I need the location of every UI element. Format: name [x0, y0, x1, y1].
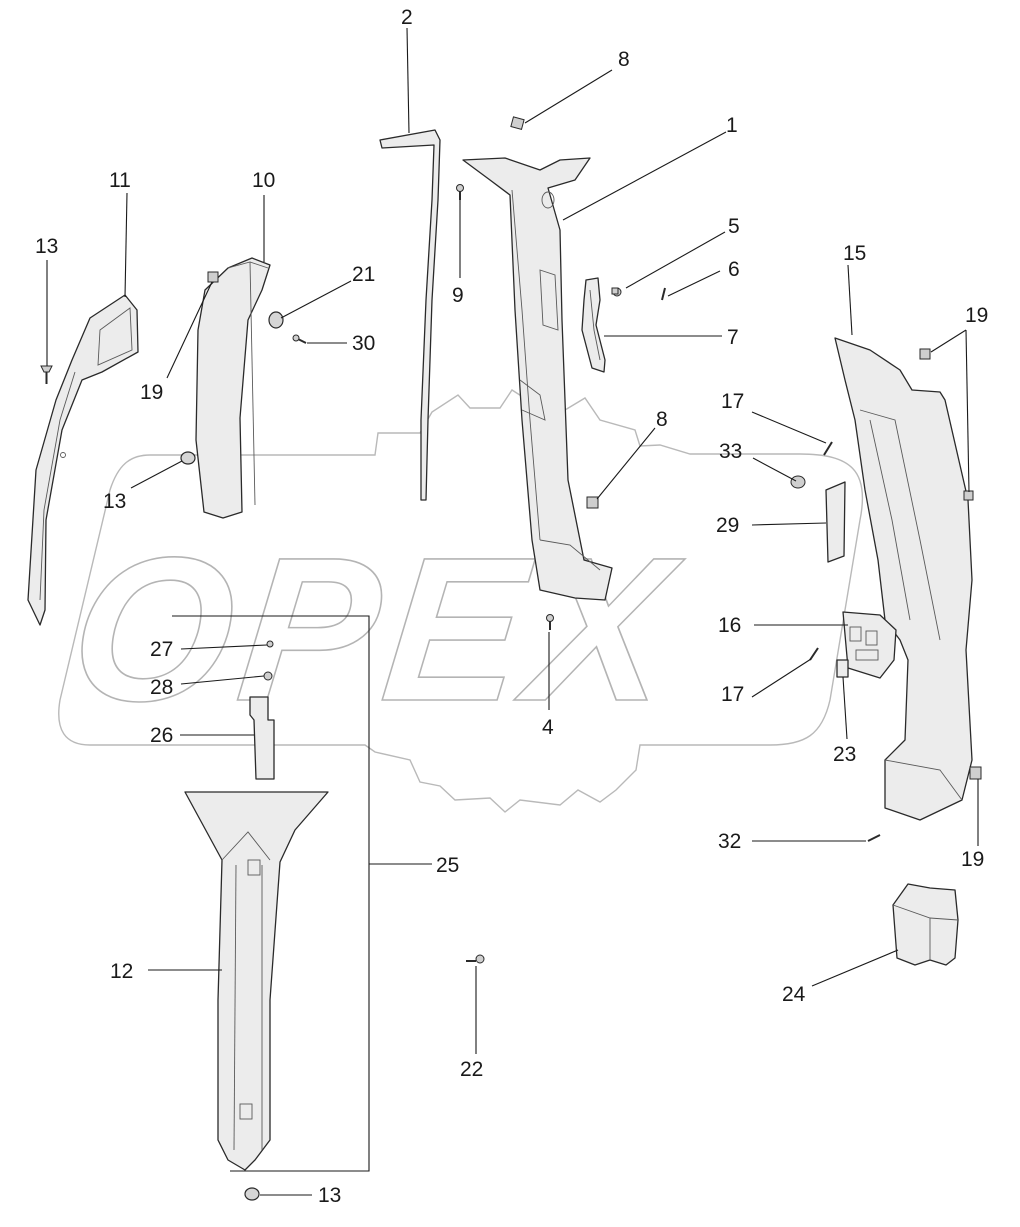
part-15-rear-pillar-trim	[834, 337, 973, 821]
callout-33: 33	[719, 440, 742, 463]
callout-17-top: 17	[721, 390, 744, 413]
callout-30: 30	[352, 332, 375, 355]
part-10-pillar-cover	[195, 257, 271, 519]
callout-17-bottom: 17	[721, 683, 744, 706]
callout-19-left: 19	[140, 381, 163, 404]
part-19-clip-right-mid	[963, 490, 974, 501]
part-23-insert	[836, 659, 849, 678]
callout-9: 9	[452, 284, 464, 307]
part-19-clip-left	[207, 271, 219, 283]
callout-7: 7	[727, 326, 739, 349]
part-9-screw	[456, 184, 464, 200]
part-17-screw-top	[823, 441, 833, 456]
part-19-clip-right-bottom	[969, 766, 982, 780]
callout-8-middle: 8	[656, 408, 668, 431]
callout-21: 21	[352, 263, 375, 286]
watermark-text: OPEX	[62, 515, 691, 744]
callout-19-right-top: 19	[965, 304, 988, 327]
part-32-screw	[867, 834, 881, 842]
part-27-screw	[266, 640, 274, 648]
part-7-handle	[581, 277, 606, 373]
callout-16: 16	[718, 614, 741, 637]
callout-6: 6	[728, 258, 740, 281]
callout-13-top-left: 13	[35, 235, 58, 258]
watermark-gear-outline	[58, 389, 864, 813]
part-33-plug	[790, 475, 806, 489]
part-13-cap-middle	[180, 451, 196, 465]
part-13-cap-bottom	[244, 1187, 260, 1201]
callout-27: 27	[150, 638, 173, 661]
callout-15: 15	[843, 242, 866, 265]
callout-1: 1	[726, 114, 738, 137]
callout-13-middle: 13	[103, 490, 126, 513]
callout-19-right-bottom: 19	[961, 848, 984, 871]
part-24-foam-block	[892, 883, 959, 966]
callout-24: 24	[782, 983, 806, 1006]
callout-23: 23	[833, 743, 856, 766]
callout-13-bottom: 13	[318, 1184, 341, 1207]
part-5-screw	[611, 287, 622, 297]
callout-25: 25	[436, 854, 459, 877]
part-26-bracket	[249, 696, 275, 780]
part-13-clip-top-left	[40, 365, 53, 384]
part-12-lower-pillar-trim	[184, 791, 329, 1171]
part-19-clip-right-top	[919, 348, 931, 360]
callout-5: 5	[728, 215, 740, 238]
part-8-clip-top	[510, 116, 525, 130]
part-29-label	[825, 481, 846, 563]
part-16-switch-panel	[842, 611, 897, 679]
callout-22: 22	[460, 1058, 483, 1081]
part-30-screw	[292, 334, 307, 344]
callout-labels: 1 2 4 5 6 7 8 8 9 10 11 12 13 13 13 15 1…	[35, 6, 988, 1207]
callout-29: 29	[716, 514, 739, 537]
watermark: OPEX	[58, 389, 864, 813]
callout-32: 32	[718, 830, 741, 853]
callout-2: 2	[401, 6, 413, 29]
callout-11: 11	[109, 169, 131, 192]
part-21-button	[268, 311, 284, 329]
part-8-clip-middle	[586, 496, 599, 509]
callout-26: 26	[150, 724, 173, 747]
callout-4: 4	[542, 716, 554, 739]
callout-8-top: 8	[618, 48, 630, 71]
part-1-b-pillar-trim	[462, 157, 613, 601]
part-22-screw	[466, 954, 485, 964]
part-2-seal-strip	[379, 129, 441, 501]
leader-lines	[46, 27, 979, 1196]
callout-10: 10	[252, 169, 275, 192]
part-4-screw	[546, 614, 554, 630]
part-28-washer	[263, 671, 273, 681]
callout-12: 12	[110, 960, 133, 983]
part-11-a-pillar-trim	[27, 294, 139, 626]
callout-28: 28	[150, 676, 173, 699]
part-17-screw-bottom	[809, 647, 819, 661]
part-6-pin	[661, 287, 666, 301]
